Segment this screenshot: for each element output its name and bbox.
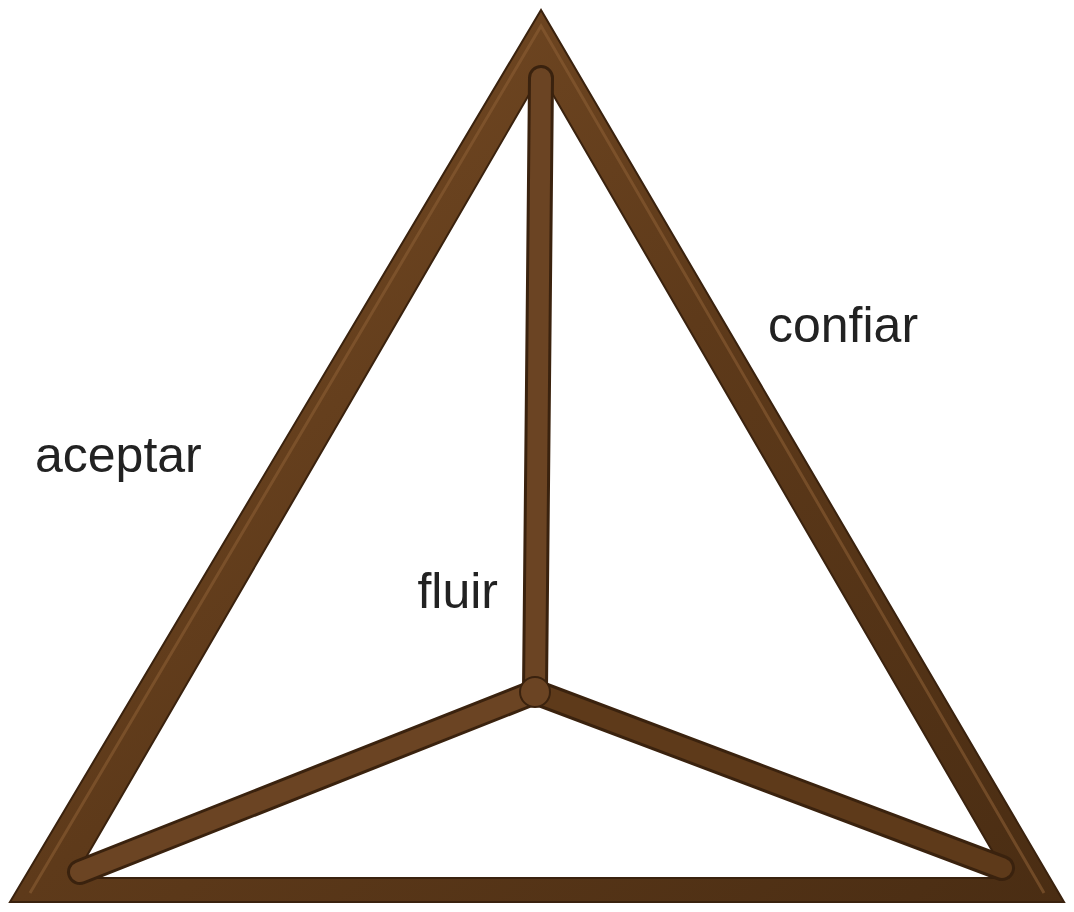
concept-label: aceptar xyxy=(35,430,202,480)
left-edge-face xyxy=(80,692,535,872)
inner-vertex xyxy=(520,677,550,707)
right-edge-face xyxy=(535,692,1002,868)
right-edge xyxy=(535,692,1002,868)
vertical-edge-face xyxy=(535,78,541,690)
frame-hole xyxy=(74,74,1008,878)
concept-label: confiar xyxy=(768,300,918,350)
vertical-edge xyxy=(535,78,541,690)
left-edge xyxy=(80,692,535,872)
concept-label: fluir xyxy=(417,566,498,616)
outer-frame xyxy=(10,10,1064,902)
frame-highlight xyxy=(30,26,1044,893)
